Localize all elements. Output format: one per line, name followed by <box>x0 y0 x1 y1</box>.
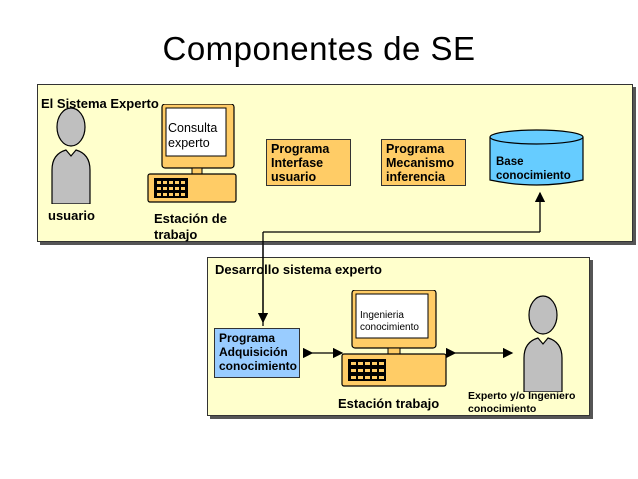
program-user-interface: Programa Interfase usuario <box>266 139 351 186</box>
bottom-panel-label: Desarrollo sistema experto <box>215 262 382 277</box>
database-label: Base conocimiento <box>496 156 571 182</box>
database-icon <box>489 129 584 186</box>
user-person-icon <box>51 107 91 204</box>
user-label: usuario <box>48 208 95 223</box>
workstation-label-bottom: Estación trabajo <box>338 396 440 411</box>
computer-screen-text-bottom: Ingenieria conocimiento <box>360 310 419 333</box>
computer-icon <box>147 104 237 203</box>
page-title: Componentes de SE <box>162 30 476 67</box>
computer-icon-bottom <box>341 290 447 387</box>
program-knowledge-acquisition: Programa Adquisición conocimiento <box>214 328 300 378</box>
program-inference-engine: Programa Mecanismo inferencia <box>381 139 466 186</box>
workstation-label: Estación de trabajo <box>154 211 227 242</box>
top-panel-label: El Sistema Experto <box>41 96 159 111</box>
computer-screen-text: Consulta experto <box>168 121 218 150</box>
expert-label: Experto y/o Ingeniero conocimiento <box>468 390 576 415</box>
expert-person-icon <box>523 295 563 392</box>
